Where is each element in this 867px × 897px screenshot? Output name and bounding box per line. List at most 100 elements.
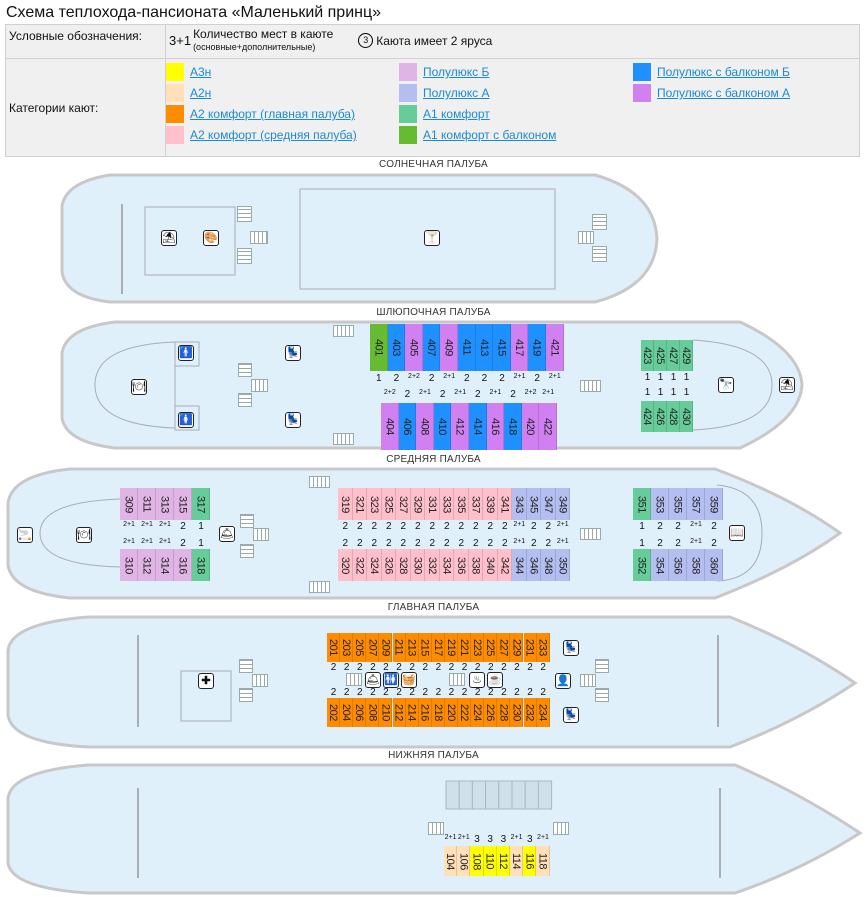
- cabin-311[interactable]: 311: [138, 488, 156, 520]
- cabin-430[interactable]: 430: [680, 401, 693, 432]
- cabin-106[interactable]: 106: [457, 846, 471, 876]
- cabin-333[interactable]: 333: [439, 488, 454, 520]
- cabin-231[interactable]: 231: [523, 633, 537, 662]
- cabin-325[interactable]: 325: [381, 488, 396, 520]
- cabin-340[interactable]: 340: [483, 549, 498, 581]
- cabin-309[interactable]: 309: [120, 488, 138, 520]
- cabin-337[interactable]: 337: [468, 488, 483, 520]
- category-link[interactable]: Полулюкс с балконом А: [657, 86, 791, 100]
- cabin-355[interactable]: 355: [669, 488, 687, 520]
- cabin-415[interactable]: 415: [493, 324, 511, 371]
- cabin-413[interactable]: 413: [475, 324, 494, 371]
- cabin-412[interactable]: 412: [451, 403, 469, 450]
- cabin-411[interactable]: 411: [458, 324, 476, 371]
- cabin-351[interactable]: 351: [633, 488, 651, 520]
- cabin-349[interactable]: 349: [555, 488, 570, 520]
- cabin-225[interactable]: 225: [484, 633, 498, 662]
- cabin-342[interactable]: 342: [497, 549, 512, 581]
- cabin-215[interactable]: 215: [418, 633, 432, 662]
- cabin-217[interactable]: 217: [431, 633, 445, 662]
- cabin-322[interactable]: 322: [352, 549, 367, 581]
- cabin-360[interactable]: 360: [705, 549, 723, 581]
- cabin-406[interactable]: 406: [398, 403, 417, 450]
- cabin-116[interactable]: 116: [523, 846, 537, 876]
- cabin-224[interactable]: 224: [471, 698, 485, 727]
- cabin-324[interactable]: 324: [367, 549, 382, 581]
- cabin-314[interactable]: 314: [156, 549, 174, 581]
- cabin-418[interactable]: 418: [504, 403, 522, 450]
- cabin-219[interactable]: 219: [444, 633, 458, 662]
- cabin-218[interactable]: 218: [431, 698, 445, 727]
- cabin-326[interactable]: 326: [381, 549, 396, 581]
- cabin-403[interactable]: 403: [387, 324, 406, 371]
- cabin-327[interactable]: 327: [396, 488, 411, 520]
- cabin-341[interactable]: 341: [497, 488, 512, 520]
- cabin-110[interactable]: 110: [483, 846, 497, 876]
- cabin-338[interactable]: 338: [468, 549, 483, 581]
- cabin-429[interactable]: 429: [680, 340, 693, 371]
- cabin-352[interactable]: 352: [633, 549, 651, 581]
- cabin-427[interactable]: 427: [667, 340, 680, 371]
- cabin-310[interactable]: 310: [120, 549, 138, 581]
- cabin-421[interactable]: 421: [546, 324, 564, 371]
- cabin-346[interactable]: 346: [526, 549, 541, 581]
- cabin-345[interactable]: 345: [526, 488, 541, 520]
- cabin-409[interactable]: 409: [440, 324, 458, 371]
- cabin-401[interactable]: 401: [370, 324, 388, 371]
- cabin-114[interactable]: 114: [510, 846, 524, 876]
- category-link[interactable]: А2 комфорт (средняя палуба): [190, 128, 357, 142]
- cabin-222[interactable]: 222: [458, 698, 472, 727]
- category-link[interactable]: А2н: [190, 86, 212, 100]
- cabin-329[interactable]: 329: [410, 488, 425, 520]
- cabin-408[interactable]: 408: [416, 403, 434, 450]
- cabin-214[interactable]: 214: [405, 698, 419, 727]
- cabin-332[interactable]: 332: [425, 549, 440, 581]
- cabin-359[interactable]: 359: [705, 488, 723, 520]
- cabin-417[interactable]: 417: [510, 324, 529, 371]
- cabin-229[interactable]: 229: [510, 633, 524, 662]
- category-link[interactable]: А3н: [190, 65, 212, 79]
- cabin-230[interactable]: 230: [510, 698, 524, 727]
- cabin-422[interactable]: 422: [539, 403, 557, 450]
- cabin-335[interactable]: 335: [454, 488, 469, 520]
- cabin-331[interactable]: 331: [425, 488, 440, 520]
- cabin-404[interactable]: 404: [381, 403, 399, 450]
- cabin-207[interactable]: 207: [366, 633, 380, 662]
- cabin-315[interactable]: 315: [174, 488, 192, 520]
- cabin-221[interactable]: 221: [458, 633, 472, 662]
- cabin-210[interactable]: 210: [379, 698, 393, 727]
- category-link[interactable]: А1 комфорт с балконом: [423, 128, 557, 142]
- cabin-328[interactable]: 328: [396, 549, 411, 581]
- cabin-108[interactable]: 108: [470, 846, 484, 876]
- cabin-405[interactable]: 405: [405, 324, 423, 371]
- cabin-334[interactable]: 334: [439, 549, 454, 581]
- cabin-213[interactable]: 213: [405, 633, 419, 662]
- cabin-216[interactable]: 216: [418, 698, 432, 727]
- cabin-211[interactable]: 211: [392, 633, 406, 662]
- category-link[interactable]: Полулюкс с балконом Б: [657, 65, 790, 79]
- cabin-347[interactable]: 347: [541, 488, 556, 520]
- cabin-419[interactable]: 419: [528, 324, 546, 371]
- cabin-316[interactable]: 316: [174, 549, 192, 581]
- cabin-428[interactable]: 428: [667, 401, 680, 432]
- cabin-204[interactable]: 204: [340, 698, 354, 727]
- category-link[interactable]: Полулюкс Б: [423, 65, 490, 79]
- cabin-336[interactable]: 336: [454, 549, 469, 581]
- cabin-118[interactable]: 118: [536, 846, 550, 876]
- cabin-202[interactable]: 202: [327, 698, 341, 727]
- cabin-104[interactable]: 104: [444, 846, 458, 876]
- cabin-423[interactable]: 423: [641, 340, 654, 371]
- cabin-201[interactable]: 201: [327, 633, 341, 662]
- cabin-321[interactable]: 321: [352, 488, 367, 520]
- cabin-209[interactable]: 209: [379, 633, 393, 662]
- cabin-318[interactable]: 318: [192, 549, 210, 581]
- cabin-319[interactable]: 319: [338, 488, 353, 520]
- category-link[interactable]: А1 комфорт: [423, 107, 490, 121]
- cabin-357[interactable]: 357: [687, 488, 705, 520]
- cabin-320[interactable]: 320: [338, 549, 353, 581]
- cabin-343[interactable]: 343: [512, 488, 527, 520]
- cabin-410[interactable]: 410: [433, 403, 452, 450]
- cabin-425[interactable]: 425: [654, 340, 667, 371]
- cabin-312[interactable]: 312: [138, 549, 156, 581]
- cabin-203[interactable]: 203: [340, 633, 354, 662]
